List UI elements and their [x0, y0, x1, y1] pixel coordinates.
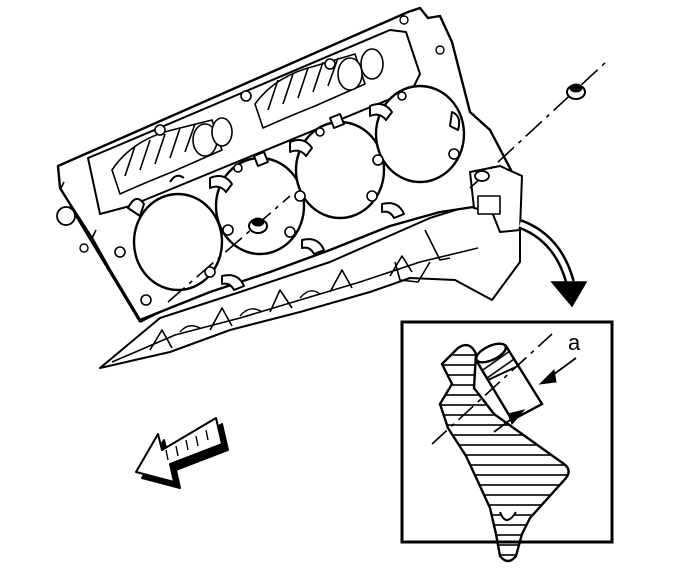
detail-inset: a	[400, 320, 614, 563]
dowel-centerline-right	[469, 61, 607, 189]
block-lower-skirt	[99, 195, 521, 369]
cylinder-bore-1	[132, 192, 224, 292]
front-direction-arrow	[135, 417, 229, 489]
section-block-material	[438, 343, 570, 563]
engine-block	[56, 6, 523, 369]
cylinder-bore-3	[294, 120, 386, 220]
dowel-centerline-left	[167, 195, 291, 303]
callout-arrow	[518, 219, 588, 308]
dowel-pins	[167, 61, 607, 303]
lifter-guide-1	[111, 117, 233, 195]
detail-centerline	[431, 333, 553, 445]
dimension-a-label: a	[568, 330, 581, 355]
dowel-pin-right	[566, 83, 586, 100]
cylinder-bore-2	[214, 156, 306, 256]
dowel-hole-right	[474, 170, 490, 182]
dowel-pin-left	[248, 217, 268, 234]
lifter-guide-2	[254, 48, 384, 129]
head-bolt-holes	[114, 91, 460, 306]
dimension-a	[493, 357, 577, 433]
coolant-passages	[127, 103, 461, 291]
cylinder-bore-4	[374, 84, 466, 184]
